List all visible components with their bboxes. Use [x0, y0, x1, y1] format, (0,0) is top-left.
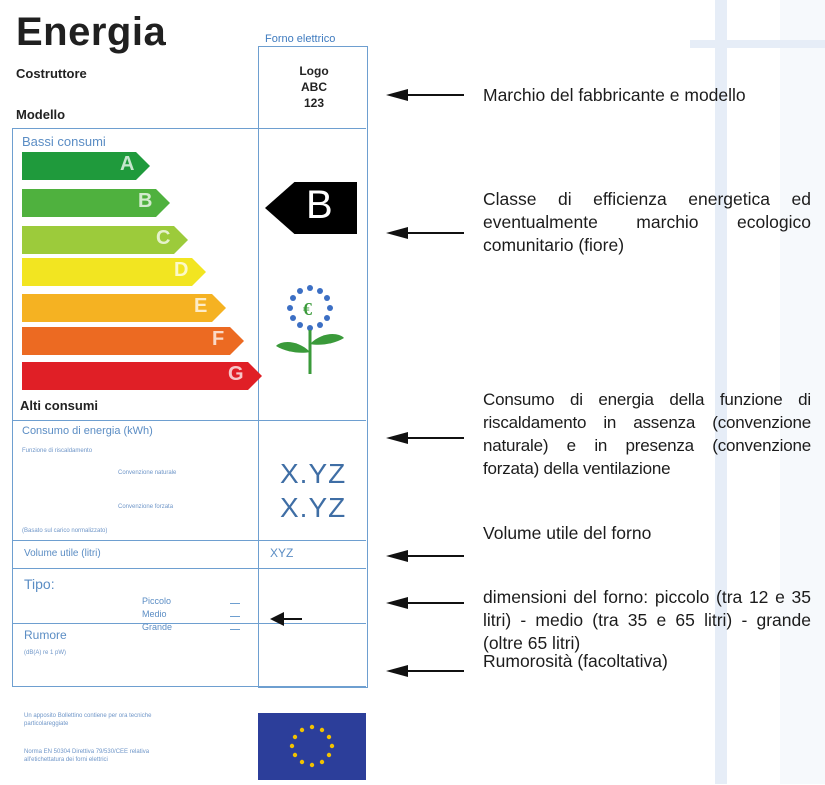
size-tick [230, 616, 240, 617]
logo-line: 123 [303, 96, 325, 110]
description-energy-class: Classe di efficienza energetica ed event… [483, 189, 811, 255]
heating-function-label: Funzione di riscaldamento [22, 448, 93, 454]
scale-bar-b: B [22, 189, 170, 217]
energy-label [10, 8, 370, 780]
high-consumption-label: Alti consumi [20, 398, 99, 413]
eu-flower-icon: € [276, 285, 344, 374]
scale-bar-shape [22, 362, 262, 390]
scale-bar-e: E [22, 294, 226, 322]
eu-flag-icon [258, 713, 366, 780]
scale-bar-shape [22, 226, 188, 254]
arrow-head [386, 597, 408, 609]
scale-letter: B [138, 190, 153, 212]
logo-line: ABC [301, 80, 327, 94]
scale-letter: A [120, 153, 135, 175]
scale-bar-shape [22, 152, 150, 180]
energy-consumption-label: Consumo di energia (kWh) [22, 425, 153, 437]
size-pointer-icon [270, 612, 302, 626]
size-tick [230, 629, 240, 630]
logo-line: Logo [299, 64, 329, 78]
description-noise: Rumorosità (facoltativa) [483, 651, 668, 671]
arrow-head [386, 432, 408, 444]
scale-letter: D [174, 259, 189, 281]
scale-bar-f: F [22, 327, 244, 355]
arrow-line [400, 670, 464, 672]
svg-text:€: € [303, 299, 312, 319]
consumption-forced-value: X.YZ [280, 492, 347, 523]
scale-bar-d: D [22, 258, 206, 286]
footer-note-2: Norma EN 50304 Direttiva 79/530/CEE rela… [24, 749, 150, 763]
arrow-line [400, 232, 464, 234]
divider [12, 420, 366, 421]
size-small-label: Piccolo [142, 596, 172, 606]
low-consumption-label: Bassi consumi [22, 134, 106, 149]
arrow-line [400, 437, 464, 439]
size-tick [230, 603, 240, 604]
scale-bar-shape [22, 258, 206, 286]
based-on-label: (Basato sul carico normalizzato) [22, 528, 108, 534]
scale-bar-shape [22, 294, 226, 322]
divider [12, 568, 366, 569]
scale-bar-g: G [22, 362, 262, 390]
volume-unit: (litri) [81, 548, 101, 559]
divider [12, 540, 366, 541]
size-large-label: Grande [142, 622, 173, 632]
divider [12, 128, 13, 686]
label-title: Energia [16, 10, 167, 54]
logo-box: Logo ABC 123 [286, 63, 342, 111]
model-label: Modello [16, 107, 66, 122]
description-manufacturer: Marchio del fabbricante e modello [483, 85, 746, 105]
volume-value: XYZ [270, 546, 294, 560]
arrow-line [400, 602, 464, 604]
arrow-head [386, 89, 408, 101]
background-decoration [690, 40, 825, 48]
eu-stars [289, 724, 335, 768]
arrow-line [400, 94, 464, 96]
divider [12, 686, 366, 687]
arrow-head [386, 227, 408, 239]
energy-class-letter: B [306, 183, 333, 227]
arrow-head [386, 665, 408, 677]
scale-letter: F [212, 328, 225, 350]
size-medium-label: Medio [142, 609, 167, 619]
description-volume: Volume utile del forno [483, 523, 652, 543]
background-decoration [715, 0, 727, 784]
scale-bar-shape [22, 189, 170, 217]
noise-label: Rumore [24, 628, 67, 642]
arrow-line [400, 555, 464, 557]
description-size: dimensioni del forno: piccolo (tra 12 e … [483, 587, 811, 653]
scale-bar-a: A [22, 152, 150, 180]
scale-letter: G [228, 363, 244, 385]
divider [12, 128, 366, 129]
arrow-head [386, 550, 408, 562]
description-energy-consumption: Consumo di energia della funzione di ris… [483, 390, 811, 478]
scale-letter: E [194, 295, 208, 317]
scale-letter: C [156, 227, 171, 249]
forced-convection-label: Convenzione forzata [118, 504, 174, 510]
noise-unit: (dB(A) re 1 pW) [24, 650, 67, 656]
consumption-natural-value: X.YZ [280, 458, 347, 489]
footer-note-1: Un apposito Bollettino contiene per ora … [24, 713, 152, 727]
oven-type-header: Forno elettrico [265, 33, 336, 45]
volume-label-text: Volume utile [24, 548, 79, 559]
type-label: Tipo: [24, 576, 55, 592]
divider [12, 623, 366, 624]
maker-label: Costruttore [16, 66, 87, 81]
natural-convection-label: Convenzione naturale [118, 470, 177, 476]
background-decoration [780, 0, 825, 784]
volume-label: Volume utile (litri) [24, 548, 101, 559]
scale-bar-shape [22, 327, 244, 355]
scale-bar-c: C [22, 226, 188, 254]
right-column-frame [258, 46, 368, 688]
